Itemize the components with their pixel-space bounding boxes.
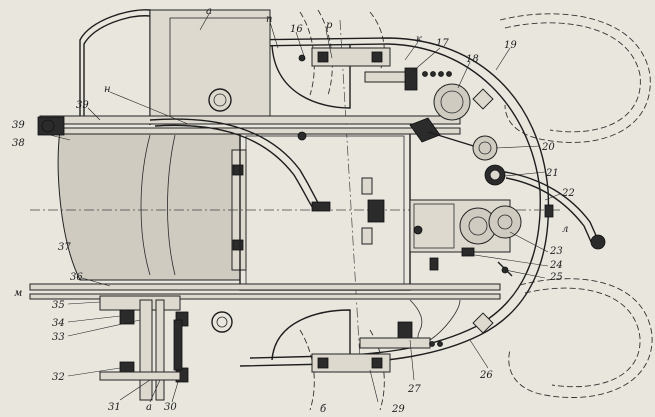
left-drum	[57, 129, 247, 281]
label-21: 21	[545, 168, 559, 179]
label-35: 35	[52, 300, 65, 311]
lower-lobe	[211, 309, 351, 361]
left-lower-mechanism	[99, 295, 189, 401]
upper-lobe	[271, 44, 351, 109]
handle-20	[409, 117, 498, 161]
label-20: 20	[541, 142, 555, 153]
label-16: 16	[290, 24, 303, 35]
label-23: 23	[549, 246, 563, 257]
label-a-top: а	[206, 6, 212, 17]
label-29: 29	[391, 404, 405, 415]
label-34: 34	[52, 318, 65, 329]
label-m-left: м	[14, 288, 22, 299]
center-fittings	[361, 177, 385, 245]
label-39-upper: 39	[76, 100, 89, 111]
label-25: 25	[549, 272, 563, 283]
label-30: 30	[164, 402, 177, 413]
label-a-bottom: а	[146, 402, 152, 413]
label-l: л	[562, 224, 568, 235]
label-26: 26	[479, 370, 493, 381]
upper-linkage	[311, 47, 452, 91]
label-b-caption: б	[320, 404, 327, 415]
label-31: 31	[108, 402, 121, 413]
label-17: 17	[436, 38, 449, 49]
label-37: 37	[58, 242, 71, 253]
rails	[29, 115, 501, 300]
label-27: 27	[407, 384, 421, 395]
label-38: 38	[12, 138, 25, 149]
leader-lines	[45, 13, 561, 403]
curved-lever	[149, 118, 331, 212]
motor-housing-23	[409, 199, 522, 253]
label-p-top: р	[326, 20, 333, 31]
swing-outline-lower	[508, 278, 653, 398]
fittings-24-25	[429, 247, 513, 277]
label-19: 19	[504, 40, 517, 51]
label-32: 32	[52, 372, 65, 383]
label-18: 18	[466, 54, 479, 65]
label-39-left: 39	[12, 120, 25, 131]
label-k: к	[416, 34, 422, 45]
bearing-18	[433, 83, 494, 121]
housing-a	[149, 9, 271, 121]
label-22: 22	[561, 188, 575, 199]
label-n-top: п	[266, 14, 272, 25]
lower-linkage-27	[311, 299, 494, 373]
label-n-left: н	[104, 84, 111, 95]
label-33: 33	[52, 332, 65, 343]
label-36: 36	[70, 272, 83, 283]
label-24: 24	[549, 260, 563, 271]
swing-outline-upper	[499, 13, 651, 143]
